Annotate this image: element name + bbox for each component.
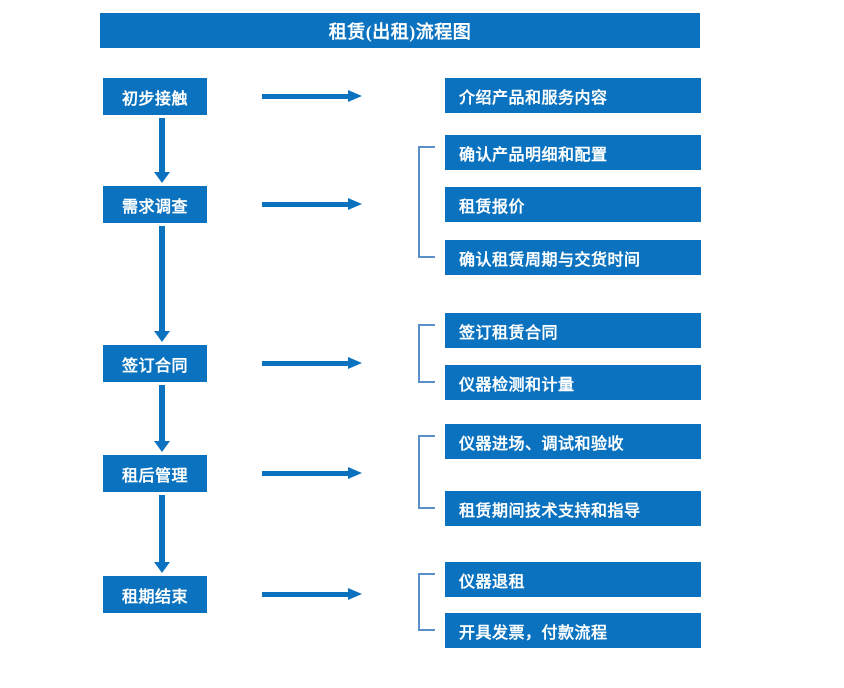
- horizontal-arrow-3: [262, 355, 362, 371]
- stage-label: 初步接触: [121, 90, 188, 108]
- stage-box-3[interactable]: 签订合同: [103, 345, 207, 382]
- horizontal-arrow-4: [262, 465, 362, 481]
- arrow-shaft: [159, 385, 165, 442]
- stage-label: 签订合同: [121, 357, 188, 375]
- stage-box-2[interactable]: 需求调查: [103, 186, 207, 223]
- stage-box-5[interactable]: 租期结束: [103, 576, 207, 613]
- vertical-arrow-2: [152, 226, 172, 342]
- group-bracket-3: [418, 324, 435, 383]
- detail-label: 确认租赁周期与交货时间: [459, 251, 641, 269]
- group-bracket-2: [418, 146, 435, 258]
- arrow-head-right-icon: [348, 467, 362, 479]
- arrow-head-down-icon: [154, 562, 170, 573]
- detail-label: 介绍产品和服务内容: [459, 89, 608, 107]
- detail-label: 签订租赁合同: [459, 324, 559, 342]
- detail-label: 租赁报价: [459, 198, 526, 216]
- detail-box-1[interactable]: 介绍产品和服务内容: [445, 78, 701, 113]
- group-bracket-5: [418, 573, 435, 631]
- arrow-head-right-icon: [348, 588, 362, 600]
- detail-box-7[interactable]: 仪器进场、调试和验收: [445, 424, 701, 459]
- vertical-arrow-4: [152, 495, 172, 573]
- detail-box-4[interactable]: 确认租赁周期与交货时间: [445, 240, 701, 275]
- stage-label: 需求调查: [121, 198, 188, 216]
- stage-label: 租期结束: [121, 588, 188, 606]
- detail-box-9[interactable]: 仪器退租: [445, 562, 701, 597]
- arrow-shaft: [262, 361, 350, 366]
- arrow-head-down-icon: [154, 172, 170, 183]
- stage-label: 租后管理: [121, 467, 188, 485]
- horizontal-arrow-1: [262, 88, 362, 104]
- stage-box-1[interactable]: 初步接触: [103, 78, 207, 115]
- arrow-shaft: [262, 471, 350, 476]
- arrow-shaft: [159, 495, 165, 563]
- arrow-shaft: [262, 94, 350, 99]
- horizontal-arrow-2: [262, 196, 362, 212]
- arrow-shaft: [262, 592, 350, 597]
- vertical-arrow-3: [152, 385, 172, 452]
- detail-box-5[interactable]: 签订租赁合同: [445, 313, 701, 348]
- arrow-shaft: [159, 226, 165, 332]
- horizontal-arrow-5: [262, 586, 362, 602]
- arrow-head-right-icon: [348, 90, 362, 102]
- page-title: 租赁(出租)流程图: [100, 13, 700, 48]
- arrow-head-right-icon: [348, 198, 362, 210]
- arrow-head-down-icon: [154, 441, 170, 452]
- arrow-shaft: [262, 202, 350, 207]
- detail-label: 仪器检测和计量: [459, 376, 575, 394]
- detail-label: 租赁期间技术支持和指导: [459, 502, 641, 520]
- detail-label: 开具发票，付款流程: [459, 624, 608, 642]
- detail-label: 仪器进场、调试和验收: [459, 435, 625, 453]
- arrow-shaft: [159, 118, 165, 173]
- detail-box-2[interactable]: 确认产品明细和配置: [445, 135, 701, 170]
- stage-box-4[interactable]: 租后管理: [103, 455, 207, 492]
- detail-label: 仪器退租: [459, 573, 526, 591]
- detail-box-10[interactable]: 开具发票，付款流程: [445, 613, 701, 648]
- arrow-head-right-icon: [348, 357, 362, 369]
- group-bracket-4: [418, 435, 435, 509]
- detail-label: 确认产品明细和配置: [459, 146, 608, 164]
- detail-box-6[interactable]: 仪器检测和计量: [445, 365, 701, 400]
- detail-box-3[interactable]: 租赁报价: [445, 187, 701, 222]
- vertical-arrow-1: [152, 118, 172, 183]
- detail-box-8[interactable]: 租赁期间技术支持和指导: [445, 491, 701, 526]
- arrow-head-down-icon: [154, 331, 170, 342]
